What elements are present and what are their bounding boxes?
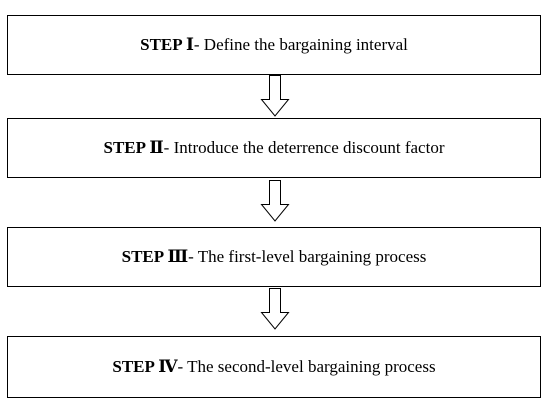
step-3-box: STEP Ⅲ- The first-level bargaining proce… (7, 227, 541, 287)
down-arrow-icon (260, 75, 290, 117)
step-2-label: STEP Ⅱ (103, 138, 164, 157)
step-1-box: STEP Ⅰ - Define the bargaining interval (7, 15, 541, 75)
step-3-label: STEP Ⅲ (121, 247, 189, 266)
step-4-label: STEP Ⅳ (112, 357, 178, 376)
step-4-box: STEP Ⅳ- The second-level bargaining proc… (7, 336, 541, 398)
step-2-text: - Introduce the deterrence discount fact… (163, 138, 445, 157)
down-arrow-icon (260, 180, 290, 222)
step-4-text: - The second-level bargaining process (177, 357, 436, 376)
step-3-text: - The first-level bargaining process (188, 247, 427, 266)
down-arrow-icon (260, 288, 290, 330)
step-1-text: - Define the bargaining interval (193, 35, 408, 54)
step-2-box: STEP Ⅱ - Introduce the deterrence discou… (7, 118, 541, 178)
step-1-label: STEP Ⅰ (140, 35, 194, 54)
